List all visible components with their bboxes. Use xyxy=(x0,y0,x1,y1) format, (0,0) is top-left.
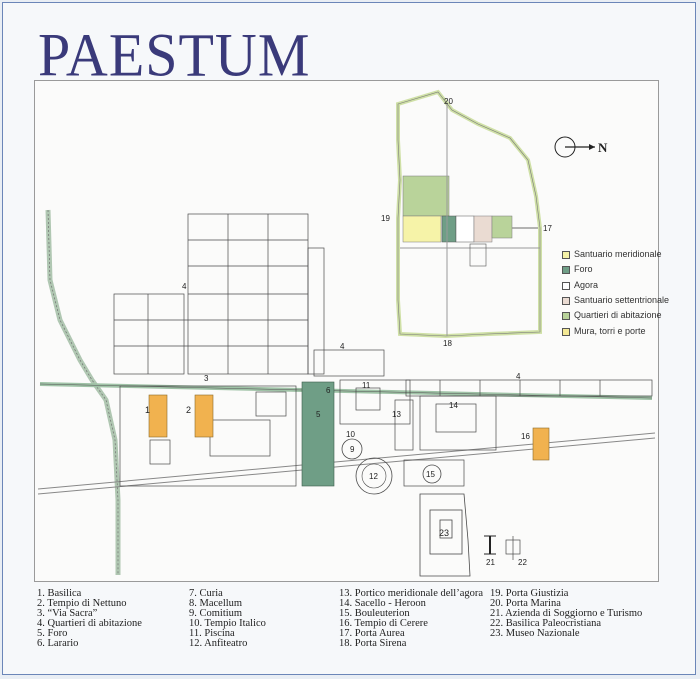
label-portico: 13 xyxy=(392,410,401,419)
ruins-south xyxy=(119,385,297,487)
city-wall-outline xyxy=(397,91,541,337)
legend-item: 19. Porta Giustizia xyxy=(490,588,569,599)
ancient-wall-road xyxy=(45,209,121,575)
legend-item: 13. Portico meridionale dell’agora xyxy=(339,588,484,599)
legend-item: 21. Azienda di Soggiorno e Turismo xyxy=(490,608,643,619)
ruins-agora xyxy=(339,379,497,487)
legend-item: 4. Quartieri di abitazione xyxy=(37,618,142,629)
label-comitium: 9 xyxy=(350,445,355,454)
label-museo: 23 xyxy=(439,528,450,538)
legend-item: 20. Porta Marina xyxy=(490,598,561,609)
legend-item: 1. Basilica xyxy=(37,588,82,599)
north-arrow xyxy=(554,136,595,158)
key-item: Santuario meridionale xyxy=(562,249,662,261)
key-item: Agora xyxy=(562,280,598,292)
comitium xyxy=(341,438,363,460)
label-quartieri-c: 4 xyxy=(516,372,521,381)
key-item: Foro xyxy=(562,264,593,276)
label-porta-sirena: 18 xyxy=(443,339,452,348)
label-larario: 6 xyxy=(326,386,331,395)
inset-ruin xyxy=(469,243,487,267)
tempio-di-cerere xyxy=(532,427,550,461)
north-label: N xyxy=(598,140,608,155)
legend-item: 7. Curia xyxy=(189,588,223,599)
legend-item: 2. Tempio di Nettuno xyxy=(37,598,127,609)
legend-column-4: 19. Porta Giustizia 20. Porta Marina 21.… xyxy=(490,588,643,639)
basilica-temple xyxy=(148,394,168,438)
modern-road xyxy=(37,437,656,495)
legend-item: 23. Museo Nazionale xyxy=(490,628,580,639)
label-quartieri-b: 4 xyxy=(340,342,345,351)
legend-item: 5. Foro xyxy=(37,628,68,639)
label-basilica: 1 xyxy=(145,405,151,415)
legend-column-2: 7. Curia 8. Macellum 9. Comitium 10. Tem… xyxy=(189,588,266,649)
residential-east xyxy=(405,379,653,397)
foro-area xyxy=(441,215,457,243)
santuario-settentrionale-area xyxy=(473,215,493,243)
quartieri-block-b xyxy=(491,215,513,239)
swatch-santuario-meridionale xyxy=(562,250,570,259)
label-tempio-nettuno: 2 xyxy=(186,405,192,415)
label-tempio-cerere: 16 xyxy=(521,432,530,441)
label-heroon: 14 xyxy=(449,401,458,410)
tempio-di-nettuno xyxy=(194,394,214,438)
label-anfiteatro: 12 xyxy=(369,472,378,481)
legend-item: 9. Comitium xyxy=(189,608,243,619)
legend-item: 11. Piscina xyxy=(189,628,235,639)
label-piscina: 11 xyxy=(362,381,371,390)
legend-item: 12. Anfiteatro xyxy=(189,638,248,649)
azienda-turismo xyxy=(484,535,496,555)
legend-item: 22. Basilica Paleocristiana xyxy=(490,618,602,629)
north-indicator: N xyxy=(554,134,614,162)
label-via-sacra: 3 xyxy=(204,374,209,383)
swatch-foro xyxy=(562,265,570,274)
swatch-santuario-settentrionale xyxy=(562,296,570,305)
basilica-paleocristiana xyxy=(505,536,521,560)
foro-main xyxy=(301,381,335,487)
santuario-meridionale-area xyxy=(402,215,442,243)
bouleuterion xyxy=(422,464,442,484)
label-azienda: 21 xyxy=(486,558,495,567)
swatch-agora xyxy=(562,281,570,290)
legend-item: 16. Tempio di Cerere xyxy=(339,618,428,629)
legend-item: 8. Macellum xyxy=(189,598,243,609)
overview-inset xyxy=(396,89,542,339)
key-item: Mura, torri e porte xyxy=(562,326,646,338)
agora-area xyxy=(455,215,475,243)
label-bouleuterion: 15 xyxy=(426,470,435,479)
legend-item: 3. “Via Sacra” xyxy=(37,608,98,619)
swatch-quartieri xyxy=(562,311,570,320)
key-item: Santuario settentrionale xyxy=(562,295,669,307)
label-porta-aurea: 17 xyxy=(543,224,552,233)
numbered-legend: 1. Basilica 2. Tempio di Nettuno 3. “Via… xyxy=(37,588,667,669)
page-title: PAESTUM xyxy=(38,21,311,90)
legend-item: 14. Sacello - Heroon xyxy=(339,598,426,609)
anfiteatro xyxy=(355,457,393,495)
label-porta-marina: 20 xyxy=(444,97,453,106)
map-panel xyxy=(34,80,659,582)
legend-item: 17. Porta Aurea xyxy=(339,628,405,639)
residential-district xyxy=(113,213,385,377)
museo-nazionale xyxy=(419,493,471,577)
legend-column-3: 13. Portico meridionale dell’agora 14. S… xyxy=(339,588,484,649)
swatch-mura xyxy=(562,327,570,336)
legend-item: 10. Tempio Italico xyxy=(189,618,266,629)
label-basilica-paleo: 22 xyxy=(518,558,527,567)
legend-item: 6. Larario xyxy=(37,638,79,649)
legend-item: 18. Porta Sirena xyxy=(339,638,407,649)
key-item: Quartieri di abitazione xyxy=(562,310,662,322)
legend-item: 15. Bouleuterion xyxy=(339,608,410,619)
legend-column-1: 1. Basilica 2. Tempio di Nettuno 3. “Via… xyxy=(37,588,142,649)
quartieri-block-a xyxy=(402,175,450,217)
label-foro: 5 xyxy=(316,410,321,419)
label-tempio-italico: 10 xyxy=(346,430,355,439)
label-porta-giustizia: 19 xyxy=(381,214,390,223)
label-quartieri-a: 4 xyxy=(182,282,187,291)
